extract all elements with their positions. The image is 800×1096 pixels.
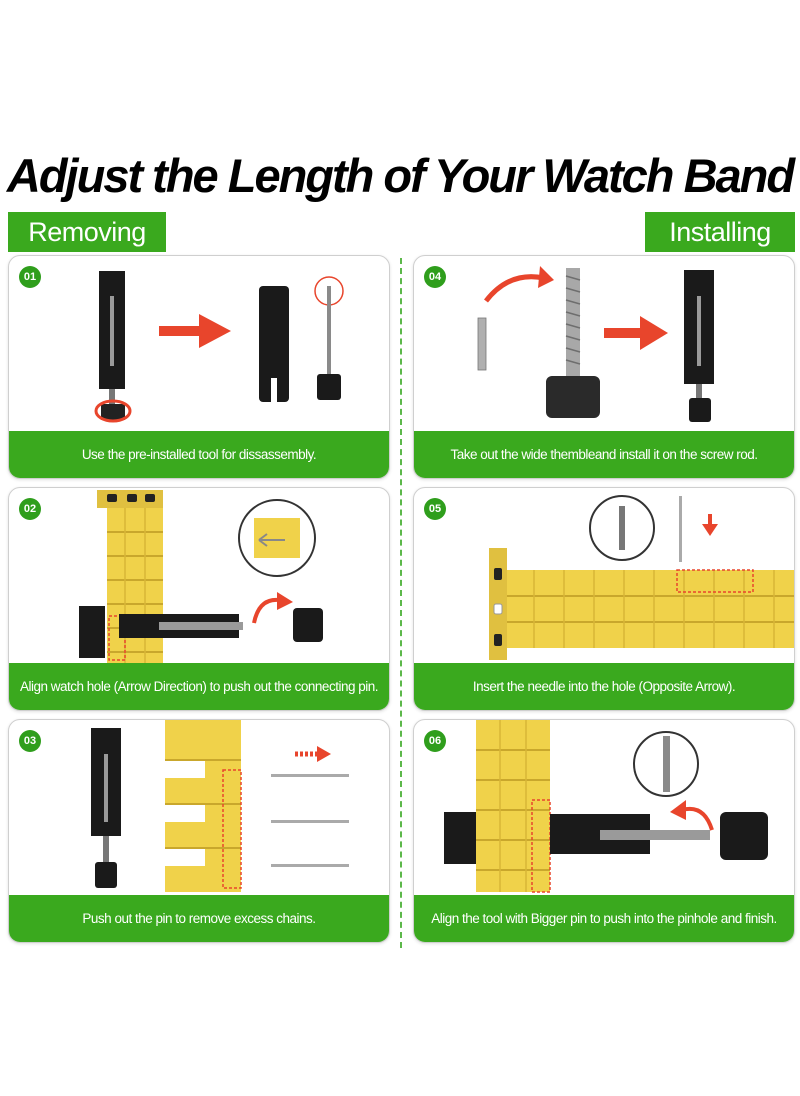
needle-icon	[679, 496, 682, 562]
tool-body-icon	[259, 286, 289, 402]
step-caption: Insert the needle into the hole (Opposit…	[414, 663, 794, 710]
zoom-circle-icon	[633, 731, 699, 797]
step-01-illustration	[94, 271, 344, 423]
right-arrow-icon	[159, 314, 231, 348]
curved-arrow-icon	[484, 266, 554, 303]
pin-tool-icon	[444, 812, 768, 864]
step-caption: Push out the pin to remove excess chains…	[9, 895, 389, 942]
removing-label: Removing	[8, 212, 166, 252]
watch-band-icon	[165, 720, 242, 892]
small-pin-icon	[477, 317, 487, 371]
screw-pin-icon	[314, 276, 344, 400]
step-card-03: 03 Push out the pin to remove excess cha…	[8, 719, 390, 943]
pin-tool-icon	[94, 271, 132, 423]
step-06-illustration	[444, 720, 768, 893]
curved-arrow-icon	[670, 800, 714, 831]
pin-tool-icon	[91, 728, 121, 888]
pin-tool-icon	[684, 270, 714, 422]
step-number: 02	[19, 498, 41, 520]
dashed-right-arrow-icon	[295, 746, 331, 762]
down-arrow-icon	[702, 514, 718, 536]
step-number: 06	[424, 730, 446, 752]
step-number: 04	[424, 266, 446, 288]
step-caption: Use the pre-installed tool for dissassem…	[9, 431, 389, 478]
pin-tool-icon	[79, 606, 323, 658]
zoom-circle-icon	[589, 495, 655, 561]
page-title: Adjust the Length of Your Watch Band	[6, 149, 795, 202]
step-03-illustration	[91, 720, 349, 892]
step-05-illustration	[489, 495, 794, 660]
step-card-05: 05 Insert the needle into the hole (Oppo…	[413, 487, 795, 711]
curved-arrow-icon	[252, 592, 293, 624]
watch-band-icon	[476, 720, 551, 893]
screw-rod-icon	[546, 268, 600, 418]
step-number: 05	[424, 498, 446, 520]
step-card-02: 02 Align watch hole (Arrow Direct	[8, 487, 390, 711]
step-caption: Align the tool with Bigger pin to push i…	[414, 895, 794, 942]
watch-band-icon	[489, 548, 794, 660]
step-number: 01	[19, 266, 41, 288]
step-caption: Align watch hole (Arrow Direction) to pu…	[9, 663, 389, 710]
step-card-04: 04 Take out the wide thembleand install …	[413, 255, 795, 479]
column-divider	[400, 258, 402, 948]
installing-label: Installing	[645, 212, 795, 252]
step-number: 03	[19, 730, 41, 752]
zoom-circle-icon	[238, 499, 316, 577]
right-arrow-icon	[604, 316, 668, 350]
step-02-illustration	[79, 490, 323, 663]
removed-pins-icon	[271, 774, 349, 867]
step-card-06: 06 Align the tool with Bigger pin to pus…	[413, 719, 795, 943]
step-04-illustration	[477, 266, 714, 422]
step-card-01: 01 Use the pre-installed tool for dissas…	[8, 255, 390, 479]
step-caption: Take out the wide thembleand install it …	[414, 431, 794, 478]
